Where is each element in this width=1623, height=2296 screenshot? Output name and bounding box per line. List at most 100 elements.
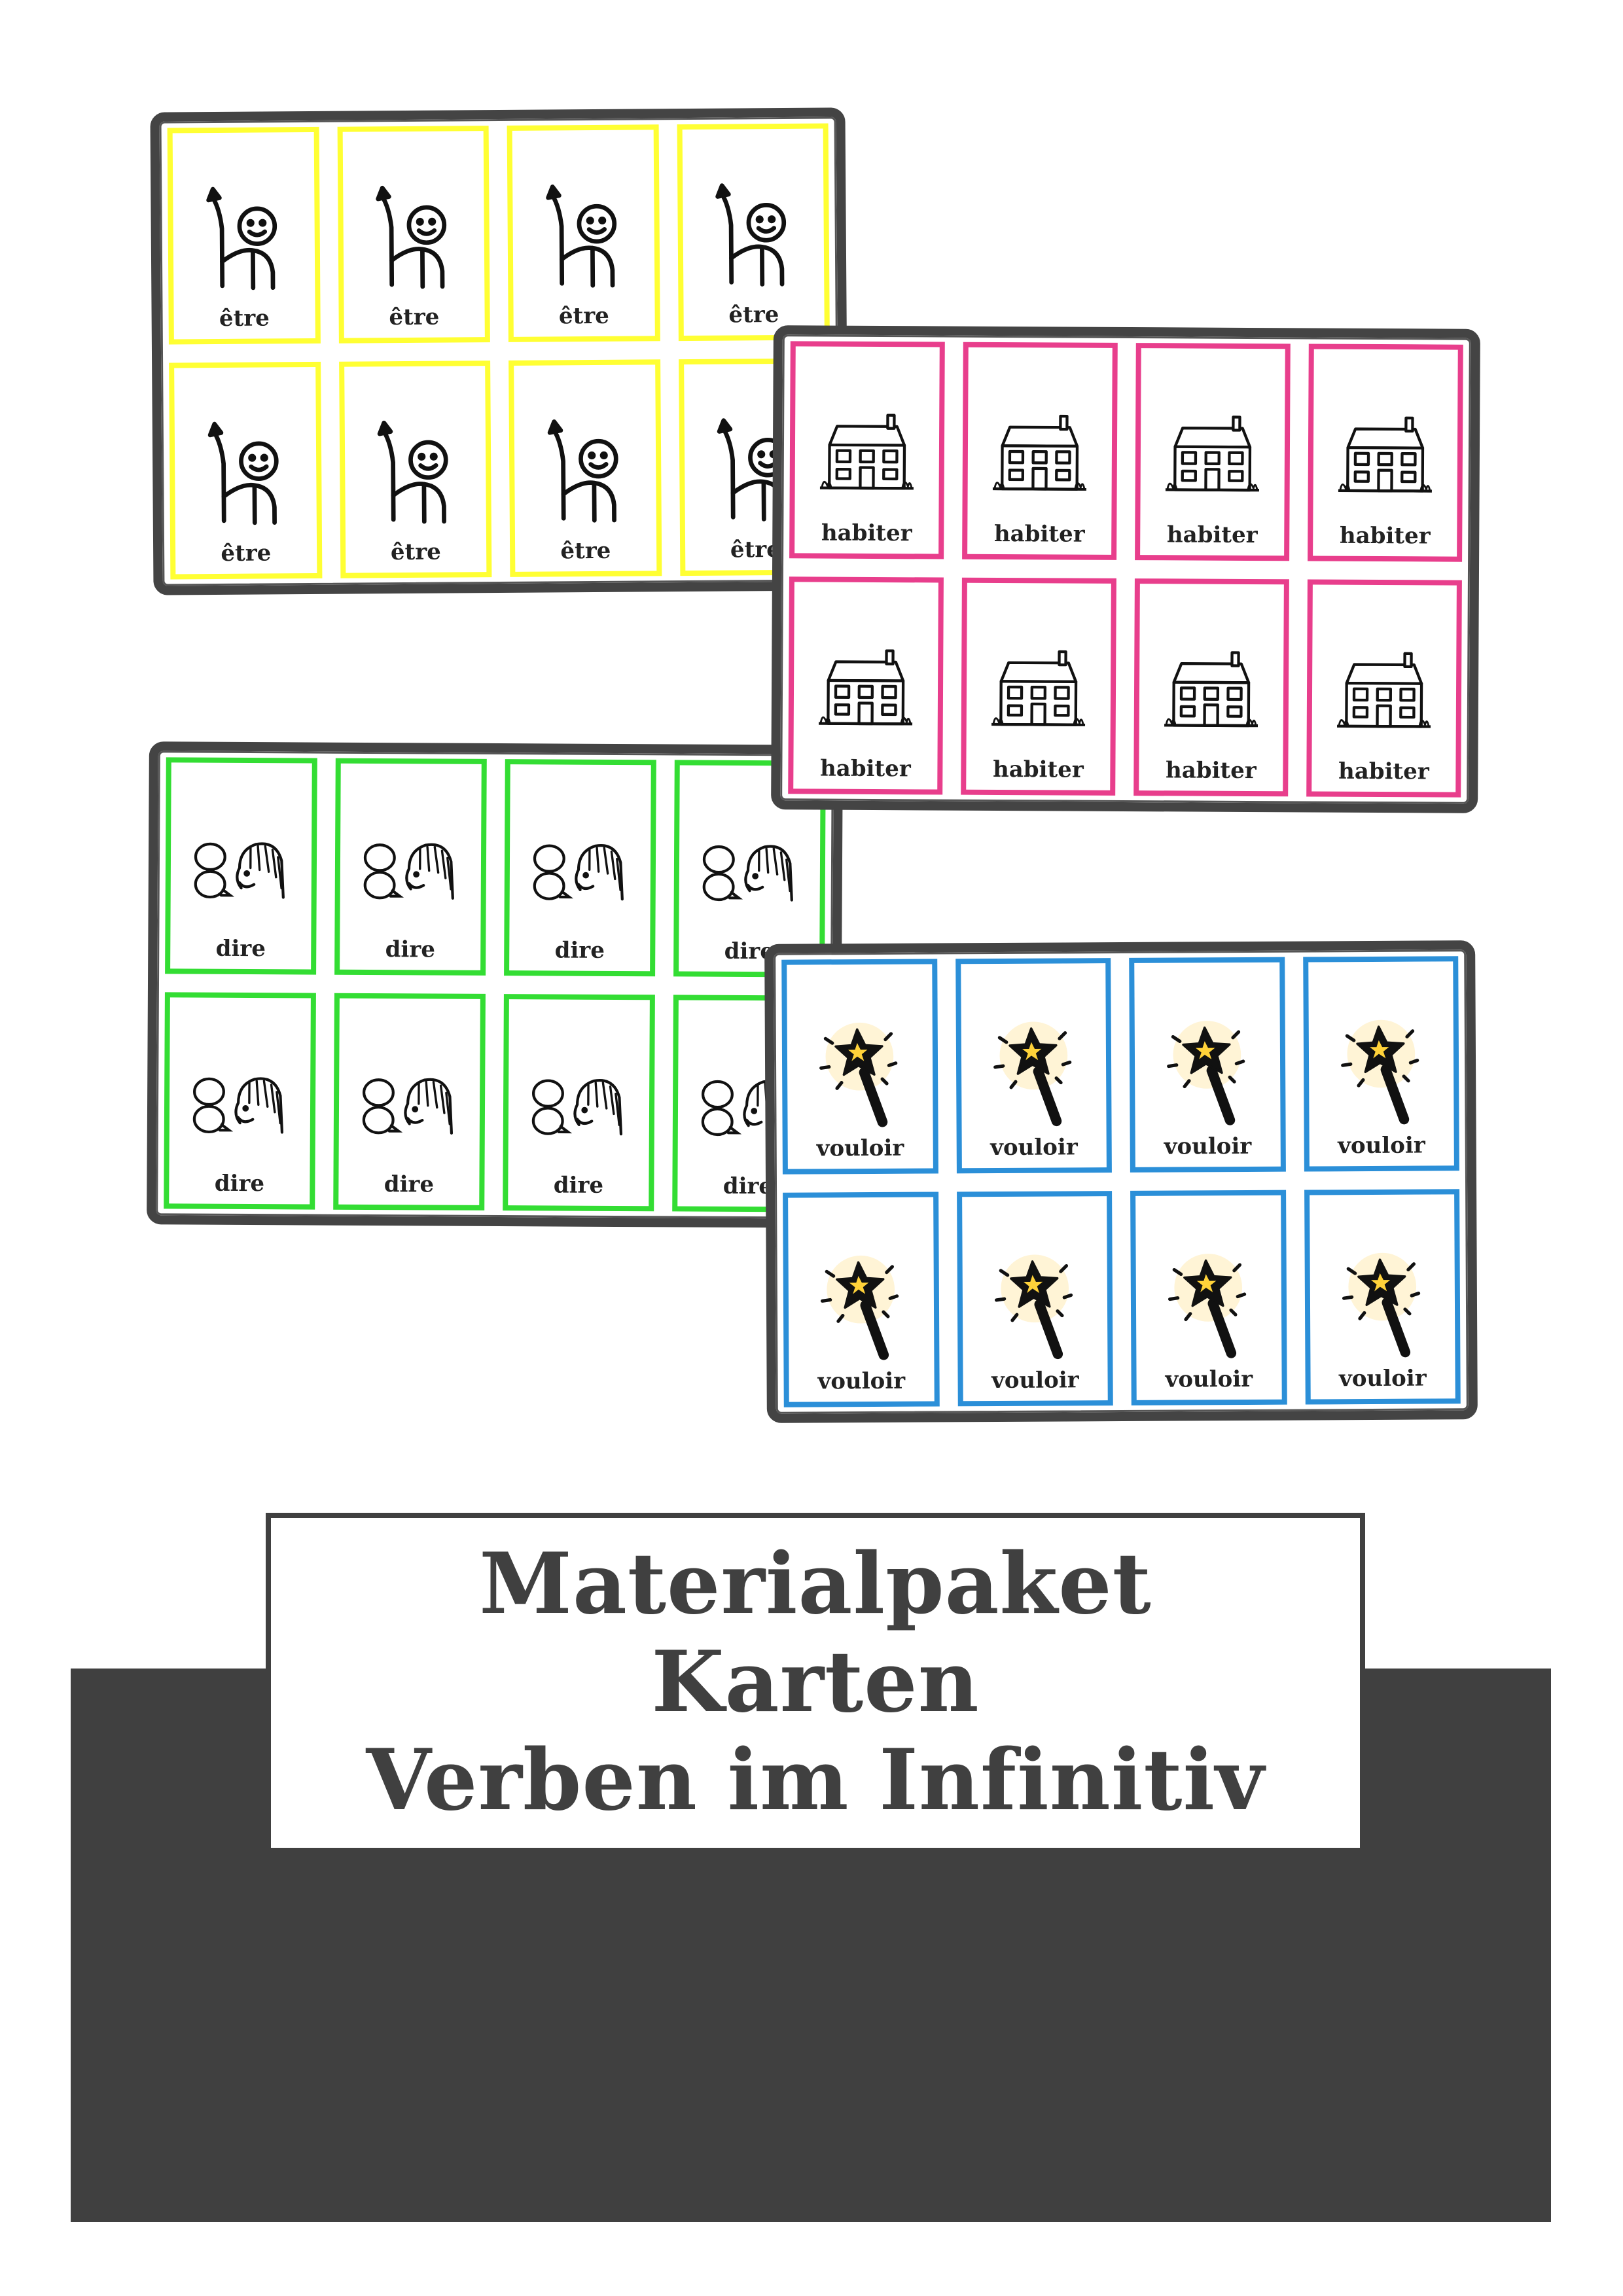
- verb-label: dire: [215, 935, 266, 963]
- card-grid-dire: dire dire dire dire: [156, 751, 834, 1218]
- speaking-face-icon: [694, 811, 805, 934]
- verb-label: dire: [383, 1171, 435, 1198]
- verb-card-habiter: habiter: [1308, 344, 1463, 562]
- house-icon: [982, 629, 1096, 752]
- verb-label: vouloir: [1164, 1133, 1252, 1160]
- verb-label: vouloir: [816, 1135, 904, 1162]
- verb-card-vouloir: vouloir: [1304, 1189, 1461, 1405]
- house-icon: [1155, 630, 1268, 753]
- verb-label: habiter: [1338, 758, 1429, 785]
- verb-label: vouloir: [991, 1367, 1079, 1394]
- person-pointing-up-icon: [360, 412, 471, 535]
- verb-label: vouloir: [817, 1368, 906, 1395]
- magic-wand-icon: [976, 1008, 1090, 1130]
- house-icon: [1328, 631, 1441, 754]
- house-icon: [984, 394, 1097, 517]
- title-line-2: Karten: [651, 1633, 980, 1732]
- verb-card-dire: dire: [503, 994, 655, 1212]
- verb-card-dire: dire: [673, 760, 826, 978]
- verb-card-vouloir: vouloir: [1129, 957, 1286, 1173]
- verb-card-dire: dire: [333, 993, 486, 1210]
- verb-label: vouloir: [990, 1134, 1078, 1161]
- verb-card-etre: être: [507, 124, 660, 342]
- verb-label: être: [221, 540, 272, 567]
- verb-card-vouloir: vouloir: [956, 1191, 1113, 1407]
- speaking-face-icon: [355, 809, 466, 932]
- verb-label: habiter: [992, 756, 1084, 783]
- card-grid-vouloir: vouloir vouloir vouloir vouloir vouloir: [774, 949, 1469, 1414]
- speaking-face-icon: [354, 1044, 465, 1167]
- verb-card-etre: être: [169, 361, 322, 580]
- card-grid-habiter: habiter habiter habiter: [780, 334, 1471, 804]
- verb-label: dire: [214, 1170, 265, 1197]
- verb-label: vouloir: [1338, 1365, 1427, 1392]
- house-icon: [1329, 395, 1442, 518]
- verb-label: habiter: [1166, 521, 1258, 549]
- person-pointing-up-icon: [190, 414, 300, 537]
- person-pointing-up-icon: [528, 176, 639, 299]
- verb-card-etre: être: [337, 126, 490, 344]
- verb-card-etre: être: [167, 126, 321, 345]
- verb-label: être: [560, 537, 611, 565]
- magic-wand-icon: [1152, 1241, 1266, 1362]
- house-icon: [811, 393, 924, 516]
- verb-card-etre: être: [677, 123, 830, 342]
- speaking-face-icon: [186, 809, 296, 931]
- verb-card-vouloir: vouloir: [1302, 956, 1459, 1172]
- verb-card-habiter: habiter: [1306, 579, 1462, 798]
- verb-label: vouloir: [1165, 1366, 1253, 1393]
- verb-card-dire: dire: [504, 759, 656, 977]
- card-sheet-dire: dire dire dire dire: [147, 741, 843, 1228]
- card-sheet-vouloir: vouloir vouloir vouloir vouloir vouloir: [764, 940, 1478, 1423]
- house-icon: [1156, 395, 1270, 518]
- verb-card-habiter: habiter: [788, 576, 944, 795]
- verb-card-habiter: habiter: [961, 577, 1116, 796]
- person-pointing-up-icon: [358, 177, 469, 300]
- title-line-1: Materialpaket: [479, 1535, 1152, 1634]
- magic-wand-icon: [1324, 1007, 1438, 1129]
- verb-label: être: [389, 304, 440, 331]
- card-sheet-etre: être être être être: [150, 107, 849, 595]
- verb-label: dire: [553, 1172, 604, 1199]
- title-line-3: Verben im Infinitiv: [366, 1731, 1265, 1829]
- person-pointing-up-icon: [698, 175, 808, 298]
- person-pointing-up-icon: [529, 411, 640, 534]
- person-pointing-up-icon: [188, 179, 299, 302]
- verb-label: habiter: [1165, 757, 1257, 785]
- verb-card-vouloir: vouloir: [955, 958, 1112, 1174]
- title-box: Materialpaket Karten Verben im Infinitiv: [266, 1513, 1365, 1853]
- verb-card-vouloir: vouloir: [1130, 1190, 1287, 1405]
- verb-card-habiter: habiter: [1135, 343, 1291, 561]
- verb-label: habiter: [993, 520, 1085, 548]
- speaking-face-icon: [524, 1046, 634, 1168]
- magic-wand-icon: [1325, 1240, 1439, 1362]
- magic-wand-icon: [1150, 1008, 1264, 1129]
- verb-label: être: [219, 305, 270, 332]
- verb-card-habiter: habiter: [962, 342, 1118, 560]
- verb-card-dire: dire: [164, 992, 316, 1210]
- verb-label: vouloir: [1338, 1132, 1425, 1159]
- verb-label: dire: [385, 936, 435, 963]
- speaking-face-icon: [185, 1044, 295, 1166]
- card-sheet-habiter: habiter habiter habiter: [771, 325, 1480, 813]
- verb-label: dire: [554, 937, 605, 964]
- verb-card-vouloir: vouloir: [783, 1192, 940, 1407]
- house-icon: [810, 628, 923, 751]
- card-grid-etre: être être être être: [160, 116, 840, 586]
- verb-label: habiter: [819, 755, 911, 783]
- verb-card-habiter: habiter: [789, 341, 945, 559]
- verb-label: être: [558, 302, 609, 330]
- magic-wand-icon: [803, 1010, 917, 1131]
- verb-card-etre: être: [338, 361, 492, 578]
- verb-card-dire: dire: [334, 758, 487, 976]
- verb-card-dire: dire: [165, 757, 317, 975]
- verb-label: habiter: [821, 520, 912, 547]
- verb-label: être: [728, 302, 779, 328]
- verb-card-habiter: habiter: [1133, 578, 1289, 797]
- verb-label: habiter: [1339, 522, 1431, 550]
- speaking-face-icon: [525, 811, 635, 933]
- verb-card-etre: être: [508, 359, 662, 577]
- verb-card-vouloir: vouloir: [781, 959, 938, 1174]
- magic-wand-icon: [804, 1243, 918, 1364]
- magic-wand-icon: [978, 1241, 1092, 1363]
